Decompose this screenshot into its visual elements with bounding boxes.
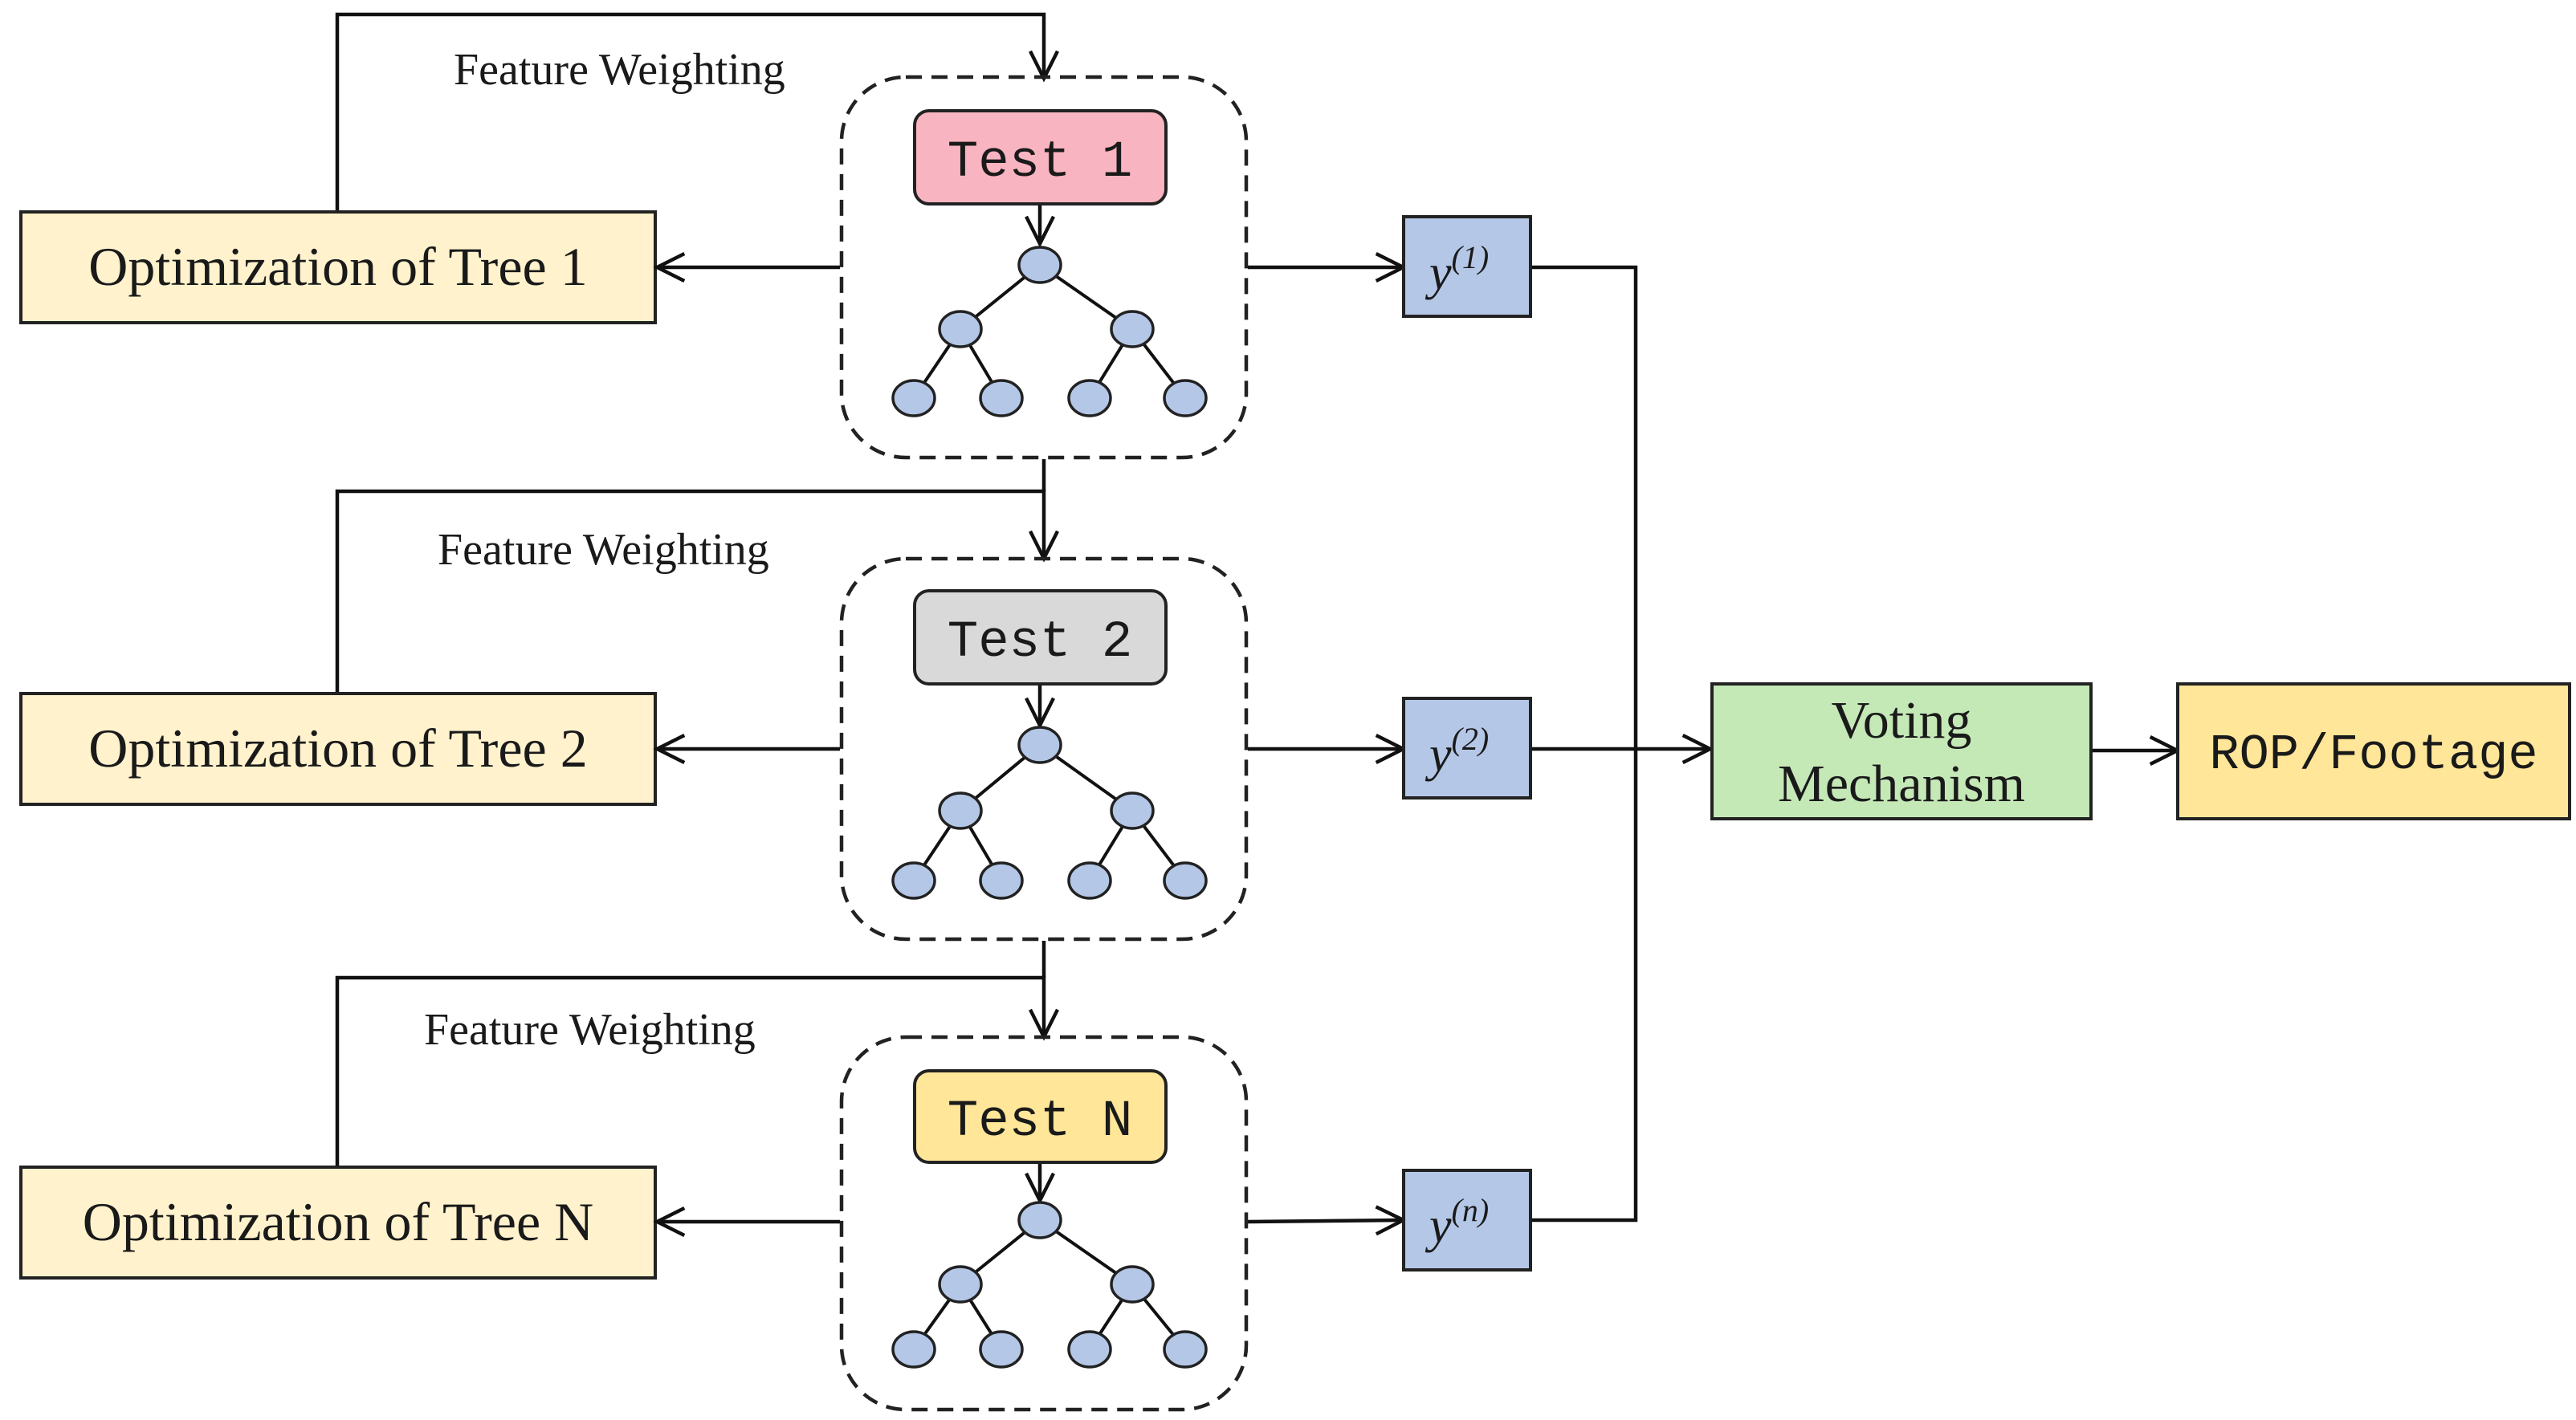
test-box-n (913, 1069, 1168, 1164)
y-to-merge-line-n (1532, 751, 1638, 1223)
feedback-line-2 (335, 489, 1059, 692)
y-label-1: y(1) (1425, 239, 1489, 300)
y-box-1 (1402, 215, 1532, 318)
optimization-label-1: Optimization of Tree 1 (88, 236, 587, 297)
decision-tree-icon-2 (891, 726, 1208, 900)
y-label-n: y(n) (1425, 1192, 1489, 1253)
test-label-n: Test N (948, 1093, 1132, 1151)
feature-weighting-label-2: Feature Weighting (438, 525, 769, 575)
output-label: ROP/Footage (2209, 726, 2537, 783)
feedback-line-1 (335, 12, 1059, 210)
tree-container-2 (839, 556, 1249, 942)
optimization-label-2: Optimization of Tree 2 (88, 718, 587, 779)
tree-container-1 (839, 75, 1249, 460)
decision-tree-icon-n (891, 1201, 1208, 1369)
y-box-2 (1402, 697, 1532, 800)
tree-block-1: Feature Weighting Optimization of Tree 1… (19, 12, 1638, 751)
tree-block-n: Feature Weighting Optimization of Tree N… (19, 751, 1638, 1412)
voting-mechanism-box (1710, 682, 2093, 820)
voting-label-line1: Voting (1832, 691, 1972, 750)
test-box-1 (913, 109, 1168, 205)
feature-weighting-label-1: Feature Weighting (454, 45, 785, 95)
optimization-box-2 (19, 692, 657, 806)
test-label-1: Test 1 (948, 134, 1132, 192)
tree-container-n (839, 1035, 1249, 1412)
y-label-2: y(2) (1425, 721, 1489, 782)
y-box-n (1402, 1169, 1532, 1271)
y-to-merge-line-1 (1532, 265, 1638, 751)
test-box-2 (913, 589, 1168, 686)
feedback-line-n (335, 975, 1059, 1166)
feature-weighting-label-n: Feature Weighting (424, 1005, 756, 1055)
tree-block-2: Feature Weighting Optimization of Tree 2… (19, 459, 1714, 942)
voting-label-line2: Mechanism (1778, 755, 2025, 813)
arrow-to-y-n (1247, 1205, 1408, 1236)
output-box (2176, 682, 2571, 820)
test-label-2: Test 2 (948, 614, 1132, 672)
optimization-label-n: Optimization of Tree N (83, 1191, 594, 1252)
decision-tree-icon-1 (891, 246, 1208, 417)
aggregation-block: Voting Mechanism ROP/Footage (1710, 682, 2571, 820)
